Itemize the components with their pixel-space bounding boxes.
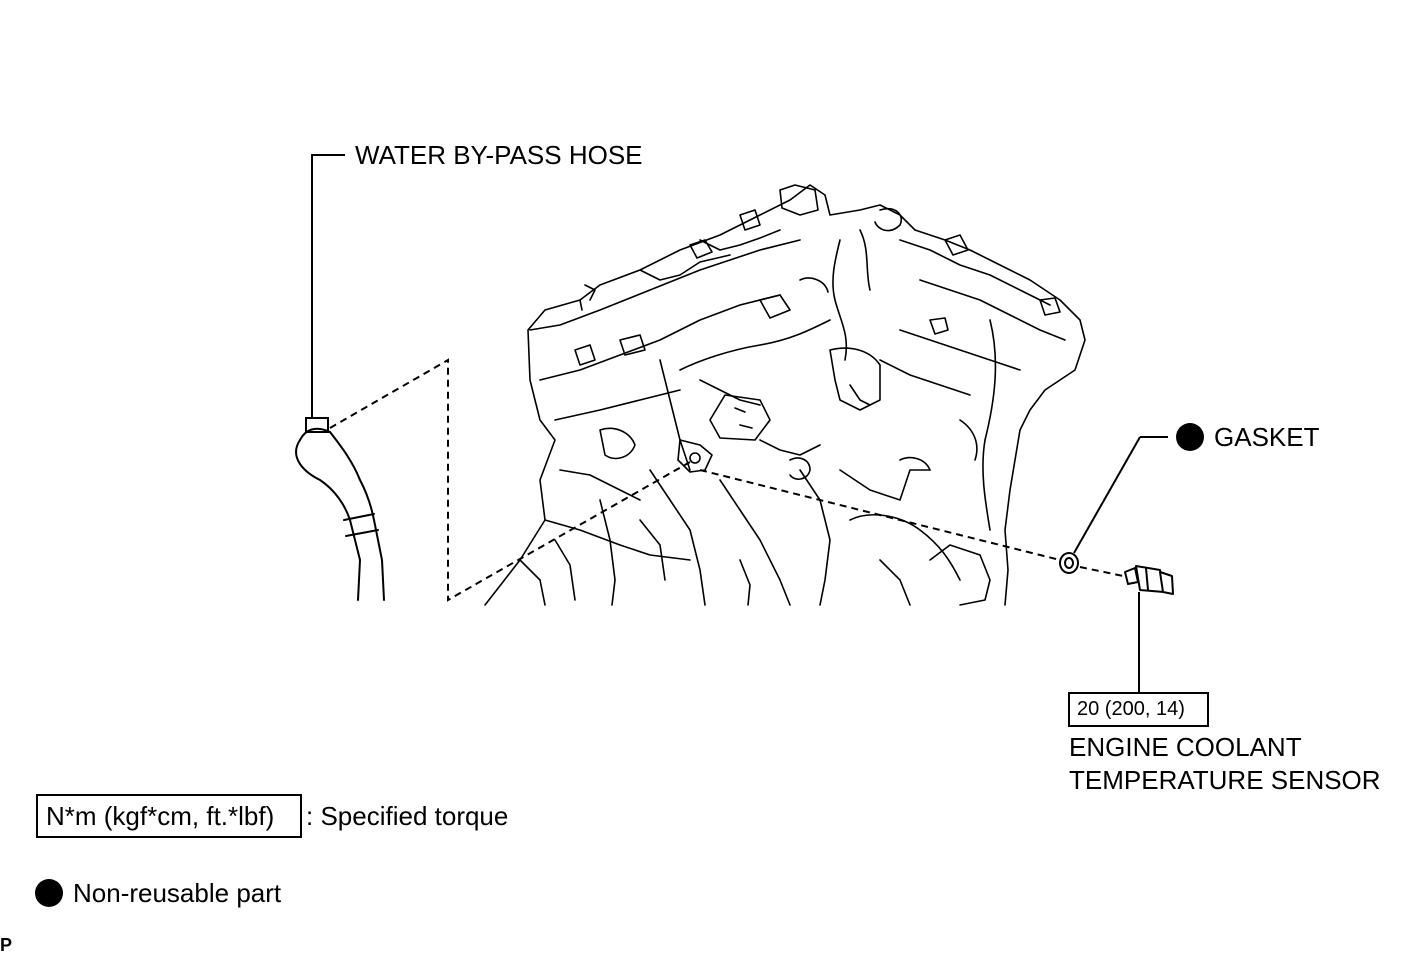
- torque-value-box: 20 (200, 14): [1068, 692, 1209, 727]
- engine-drawing: [484, 184, 1086, 606]
- water-bypass-hose-drawing: [295, 417, 385, 601]
- nonreusable-legend-desc: Non-reusable part: [73, 878, 282, 908]
- corner-mark: P: [0, 935, 13, 955]
- torque-legend-box: N*m (kgf*cm, ft.*lbf): [36, 794, 302, 838]
- coolant-sensor-drawing: [1124, 565, 1174, 595]
- gasket-ring: [1059, 552, 1079, 574]
- hose-leader-line: [311, 154, 345, 425]
- gasket-label: GASKET: [1214, 422, 1320, 452]
- sensor-label-line1: ENGINE COOLANT: [1069, 732, 1302, 762]
- nonreusable-legend-dot: [35, 879, 63, 907]
- torque-unit-text: N*m (kgf*cm, ft.*lbf): [46, 801, 275, 831]
- torque-legend-desc: : Specified torque: [306, 801, 509, 831]
- torque-value: 20 (200, 14): [1077, 698, 1185, 720]
- sensor-label-line2: TEMPERATURE SENSOR: [1069, 765, 1381, 795]
- gasket-nonreusable-dot: [1176, 423, 1204, 451]
- water-bypass-hose-label: WATER BY-PASS HOSE: [355, 140, 643, 170]
- gasket-leader-line: [1073, 436, 1141, 554]
